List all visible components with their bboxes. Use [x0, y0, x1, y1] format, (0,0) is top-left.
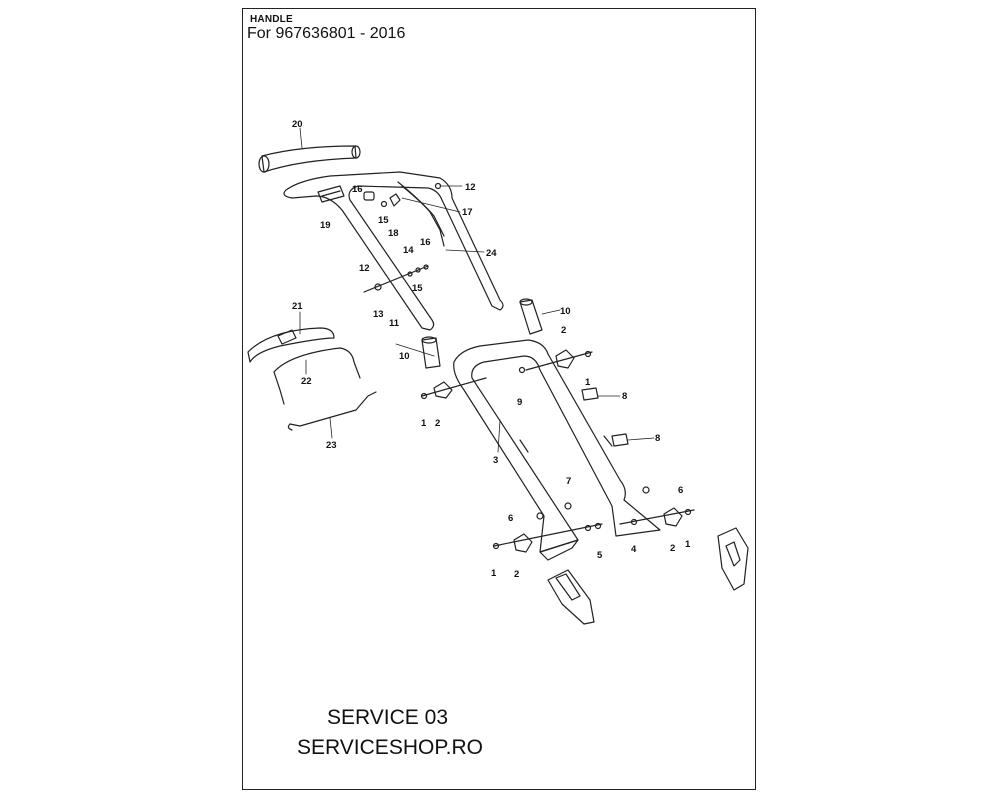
callout-label: 1 — [685, 539, 691, 550]
diagram-title: HANDLE — [250, 14, 293, 25]
part-bolt-assembly — [363, 264, 429, 293]
callout-label: 17 — [462, 207, 473, 218]
diagram-frame — [242, 8, 756, 790]
callout-label: 16 — [352, 184, 363, 195]
callout-label: 24 — [486, 248, 497, 259]
callout-label: 11 — [389, 318, 400, 329]
callout-label: 2 — [514, 569, 519, 580]
callout-label: 10 — [399, 351, 410, 362]
part-caps-8 — [581, 387, 629, 447]
part-knob-left — [420, 377, 487, 400]
callout-label: 10 — [560, 306, 571, 317]
callout-label: 6 — [508, 513, 513, 524]
part-bail — [273, 347, 361, 405]
callout-label: 8 — [655, 433, 660, 444]
part-lower-handle — [453, 339, 661, 553]
watermark-line-1: SERVICE 03 — [327, 706, 449, 729]
diagram-subtitle: For 967636801 - 2016 — [247, 25, 406, 42]
callout-label: 2 — [435, 418, 440, 429]
callout-label: 2 — [670, 543, 675, 554]
part-knob-bottom-right — [619, 486, 749, 591]
part-bracket-left — [539, 539, 595, 625]
callout-label: 1 — [585, 377, 591, 388]
callout-label: 13 — [373, 309, 384, 320]
callout-label: 14 — [403, 245, 414, 256]
callout-label: 1 — [421, 418, 427, 429]
callout-label: 18 — [388, 228, 399, 239]
callout-label: 1 — [491, 568, 497, 579]
callout-label: 19 — [320, 220, 331, 231]
callout-label: 15 — [412, 283, 423, 294]
callout-label: 8 — [622, 391, 627, 402]
callout-label: 4 — [631, 544, 637, 555]
callout-label: 9 — [517, 397, 522, 408]
callout-label: 21 — [292, 301, 303, 312]
callout-label: 6 — [678, 485, 683, 496]
part-bail-rod — [287, 391, 377, 431]
callout-label: 7 — [566, 476, 571, 487]
leader-lines — [299, 127, 655, 453]
part-knob-bottom-left — [492, 502, 603, 553]
callout-label: 12 — [465, 182, 476, 193]
part-bail-top — [247, 327, 335, 363]
callout-label: 15 — [378, 215, 389, 226]
callout-label: 5 — [597, 550, 603, 561]
callout-label: 3 — [493, 455, 498, 466]
part-upper-handle — [283, 171, 504, 331]
callout-label: 12 — [359, 263, 370, 274]
callout-label: 2 — [561, 325, 566, 336]
part-clip-19 — [317, 185, 345, 203]
part-knob-top-right — [518, 349, 593, 374]
callout-label: 22 — [301, 376, 312, 387]
callout-labels: 20 12 16 15 17 19 18 16 14 24 12 15 13 1… — [292, 119, 691, 580]
part-tube-10b — [421, 336, 441, 369]
callout-label: 23 — [326, 440, 337, 451]
callout-label: 16 — [420, 237, 431, 248]
part-foam-grip — [258, 145, 361, 173]
callout-label: 20 — [292, 119, 303, 130]
part-tube-10a — [519, 298, 543, 335]
watermark-line-2: SERVICESHOP.RO — [297, 736, 483, 759]
